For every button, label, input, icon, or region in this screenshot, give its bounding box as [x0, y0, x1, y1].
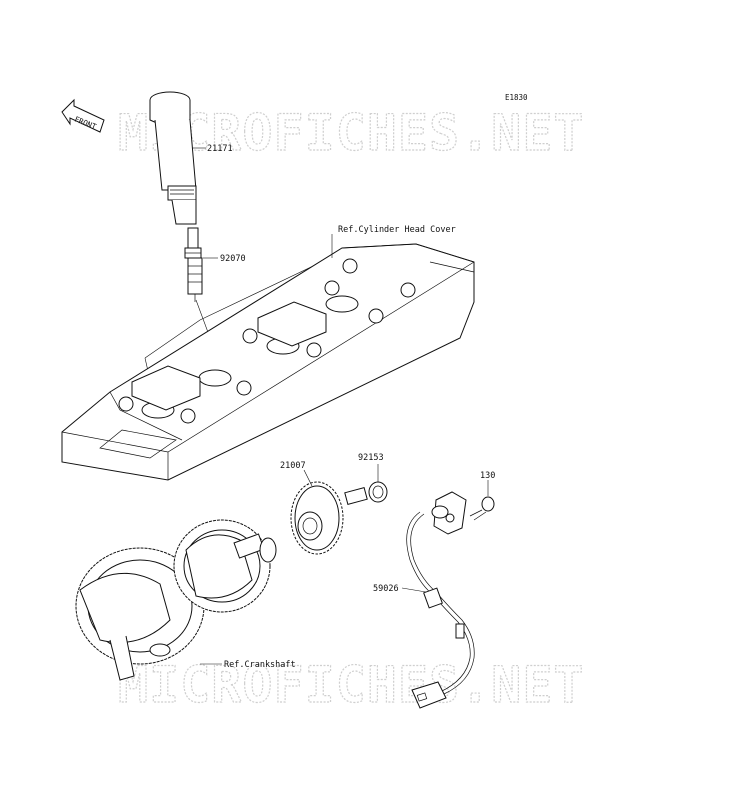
callout-92153: 92153 — [358, 453, 384, 463]
front-arrow-icon: FRONT — [61, 98, 105, 133]
cylinder-head-cover — [61, 243, 475, 481]
callout-cylinder-head-cover: Ref.Cylinder Head Cover — [338, 225, 456, 235]
spark-plug — [184, 227, 203, 302]
callout-21007: 21007 — [280, 461, 306, 471]
callout-59026: 59026 — [373, 584, 399, 594]
callout-crankshaft: Ref.Crankshaft — [224, 660, 296, 670]
ignition-coil — [149, 91, 197, 225]
watermark-bottom: MICROFICHES.NET — [118, 656, 585, 714]
pickup-sensor — [406, 491, 475, 709]
callout-21171: 21171 — [207, 144, 233, 154]
timing-rotor — [290, 481, 344, 555]
diagram-code: E1830 — [505, 93, 528, 102]
sensor-bolt — [469, 496, 495, 521]
callout-130: 130 — [480, 471, 495, 481]
rotor-bolt — [344, 481, 388, 505]
watermark-top: MICROFICHES.NET — [118, 104, 585, 162]
callout-92070: 92070 — [220, 254, 246, 264]
crankshaft — [75, 519, 277, 681]
